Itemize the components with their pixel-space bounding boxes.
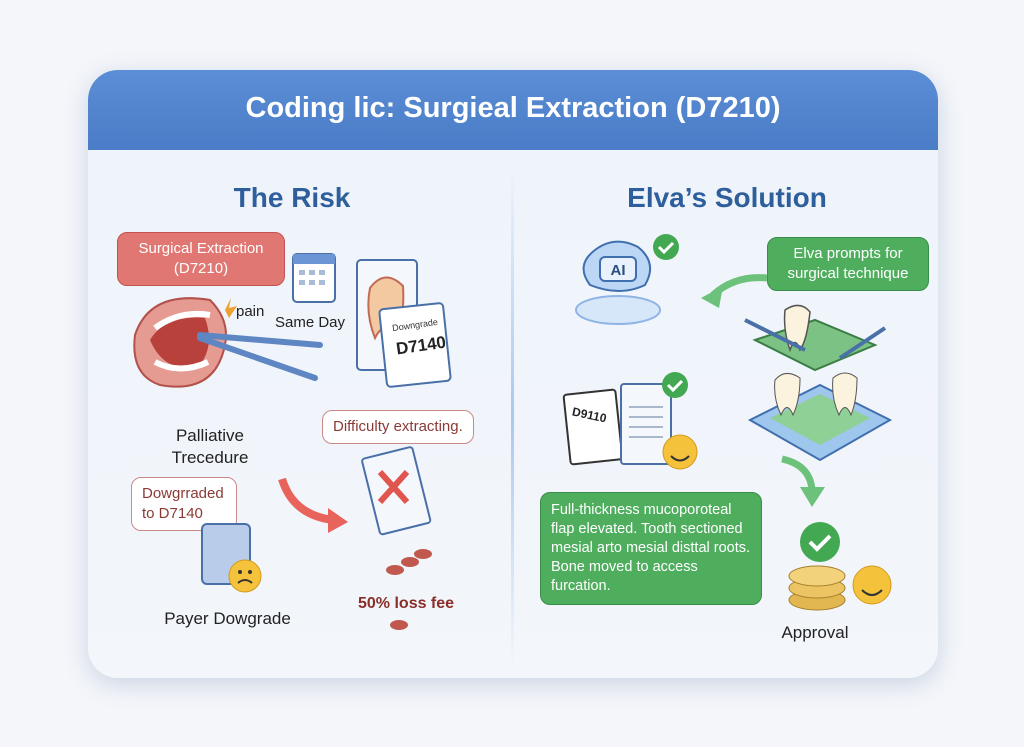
downgrade-bubble: Dowgrraded to D7140: [131, 477, 237, 531]
downgrade-line: Dowgrraded: [142, 485, 224, 502]
clinical-note: Full-thickness mucoporoteal flap elevate…: [540, 492, 762, 605]
divider: [511, 165, 514, 665]
pain-label: pain: [236, 303, 265, 320]
same-day-label: Same Day: [275, 314, 346, 331]
claim-code: (D7210): [173, 260, 229, 277]
verified-document-icon: [562, 372, 698, 470]
loss-label: 50% loss fee: [358, 595, 455, 612]
difficulty-bubble: Difficulty extracting.: [322, 410, 474, 444]
claim-line: Surgical Extraction: [138, 240, 264, 257]
risk-heading: The Risk: [233, 182, 351, 213]
prompt-line: Elva prompts for: [793, 245, 903, 262]
downgrade-line: to D7140: [142, 505, 203, 522]
green-down-arrow-icon: [781, 455, 825, 507]
rejected-claim-icon: [361, 446, 432, 630]
approved-coins-icon: [788, 522, 892, 611]
solution-heading: Elva’s Solution: [627, 182, 827, 213]
mouth-forceps-icon: [133, 297, 323, 388]
prompt-bubble: Elva prompts for surgical technique: [767, 237, 929, 291]
page-title: Coding lic: Surgieal Extraction (D7210): [245, 92, 781, 124]
payer-label: Payer Dowgrade: [164, 609, 291, 628]
surgical-tray-icon: [744, 304, 893, 462]
green-arrow-icon: [701, 274, 768, 308]
calendar-sad-icon: [201, 523, 262, 593]
procedure-line: Trecedure: [171, 448, 249, 467]
procedure-label: Palliative Trecedure: [140, 425, 280, 469]
downgrade-document-icon: [356, 259, 452, 388]
calendar-icon: [292, 253, 336, 303]
procedure-line: Palliative: [175, 426, 245, 445]
approval-label: Approval: [781, 623, 849, 642]
claim-bubble: Surgical Extraction (D7210): [117, 232, 285, 286]
ai-brain-icon: [575, 234, 679, 325]
ai-label: AI: [610, 262, 626, 279]
prompt-line: surgical technique: [787, 265, 909, 282]
header-band: [88, 70, 938, 150]
red-arrow-icon: [278, 477, 348, 533]
